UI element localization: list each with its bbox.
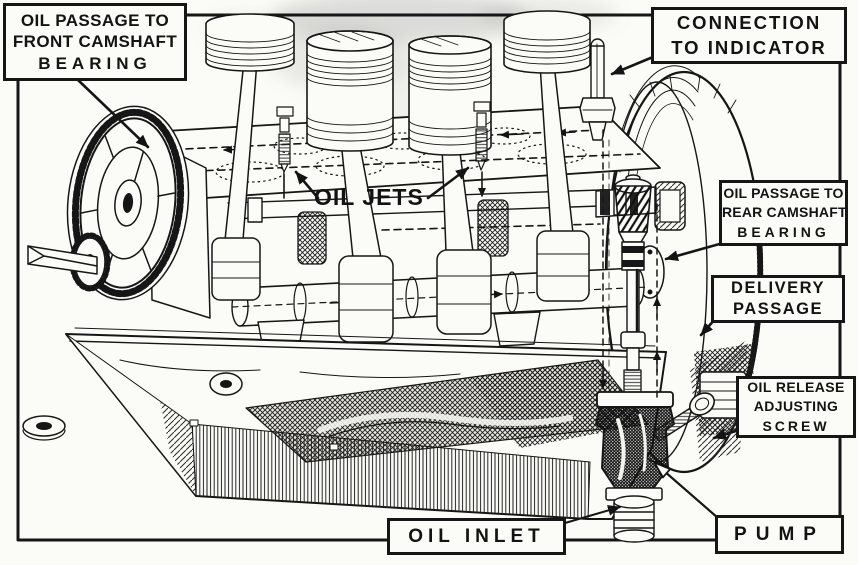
label-line: ADJUSTING bbox=[753, 398, 839, 415]
leader-arrow-oil-release bbox=[712, 428, 741, 440]
label-line: PASSAGE bbox=[733, 300, 823, 318]
label-line: OIL PASSAGE TO bbox=[723, 185, 844, 202]
delivery-flow-arrows bbox=[599, 297, 661, 389]
label-line: SCREW bbox=[762, 417, 830, 434]
label-line: BEARING bbox=[38, 53, 152, 73]
label-line: OIL PASSAGE TO bbox=[20, 11, 170, 31]
helical-drive-gear bbox=[614, 185, 652, 233]
label-oil-inlet: OIL INLET bbox=[387, 518, 566, 555]
piston-1 bbox=[205, 13, 295, 72]
label-line: FRONT CAMSHAFT bbox=[12, 32, 178, 52]
label-line: OIL JETS bbox=[314, 184, 424, 210]
label-rear-camshaft-bearing: OIL PASSAGE TO REAR CAMSHAFT BEARING bbox=[719, 180, 848, 246]
label-line: CONNECTION bbox=[676, 12, 822, 34]
label-line: OIL RELEASE bbox=[747, 379, 845, 396]
leader-arrow-connection-indicator bbox=[610, 55, 655, 76]
starting-crank-shaft bbox=[27, 245, 98, 275]
leader-arrow-oil-jets-right bbox=[426, 166, 470, 200]
leader-arrow-pump bbox=[656, 464, 720, 520]
piston-2 bbox=[306, 30, 394, 152]
leader-arrow-rear-camshaft bbox=[664, 241, 725, 262]
label-line: REAR CAMSHAFT bbox=[722, 204, 847, 221]
piston-3 bbox=[408, 35, 492, 156]
label-delivery-passage: DELIVERY PASSAGE bbox=[711, 275, 845, 323]
oil-jet-2 bbox=[473, 101, 491, 171]
oil-jet-1 bbox=[276, 106, 294, 173]
connecting-rods bbox=[211, 60, 590, 343]
label-front-camshaft-bearing: OIL PASSAGE TO FRONT CAMSHAFT BEARING bbox=[3, 3, 187, 81]
pump-drive-assembly bbox=[614, 174, 652, 395]
label-oil-release-adjusting-screw: OIL RELEASE ADJUSTING SCREW bbox=[736, 376, 856, 438]
indicator-connection-pipe bbox=[579, 38, 616, 141]
delivery-passage-dashed-lines bbox=[602, 129, 658, 401]
label-line: OIL INLET bbox=[408, 525, 545, 547]
label-line: TO INDICATOR bbox=[671, 36, 827, 58]
label-pump: PUMP bbox=[715, 515, 844, 554]
label-oil-jets: OIL JETS bbox=[314, 184, 424, 211]
label-line: DELIVERY bbox=[731, 278, 825, 297]
oil-pan bbox=[65, 327, 667, 520]
oil-jets-hardware bbox=[276, 101, 491, 198]
leader-arrows bbox=[76, 55, 741, 524]
oil-inlet-strainer bbox=[613, 495, 655, 543]
leader-arrow-front-camshaft bbox=[76, 78, 150, 149]
leader-arrow-oil-jets-left bbox=[294, 170, 320, 200]
piston-4 bbox=[503, 10, 591, 74]
label-line: BEARING bbox=[737, 223, 830, 240]
label-line: PUMP bbox=[734, 523, 825, 545]
front-mount-washer bbox=[22, 415, 66, 441]
label-connection-to-indicator: CONNECTION TO INDICATOR bbox=[651, 7, 847, 64]
pistons bbox=[205, 10, 591, 156]
leader-arrow-oil-inlet bbox=[564, 505, 621, 524]
